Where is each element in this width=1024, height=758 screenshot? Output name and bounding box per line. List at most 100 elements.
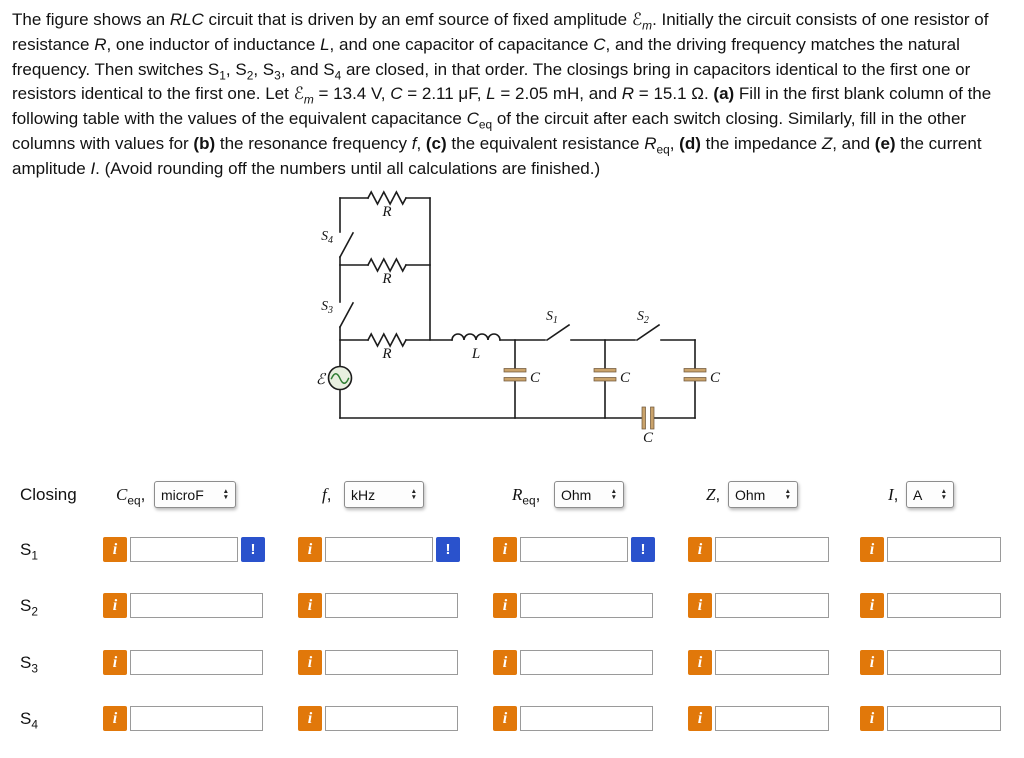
- answer-input[interactable]: [325, 706, 458, 731]
- info-button[interactable]: i: [860, 650, 884, 675]
- capacitor-plate: [503, 377, 527, 382]
- switch-s4: [338, 231, 355, 259]
- answer-input[interactable]: [715, 650, 829, 675]
- f-column-header: f,: [322, 485, 332, 504]
- answer-input[interactable]: [520, 706, 653, 731]
- unit-select-req[interactable]: Ohm ▲▼: [554, 481, 624, 508]
- capacitor-plate: [683, 368, 707, 373]
- info-button[interactable]: i: [493, 706, 517, 731]
- unit-select-value: kHz: [351, 486, 376, 503]
- z-column-header: Z,: [706, 485, 721, 504]
- unit-select-z[interactable]: Ohm ▲▼: [728, 481, 798, 508]
- answer-cell: i!: [298, 537, 460, 562]
- answer-input[interactable]: [887, 650, 1001, 675]
- resistor-label: R: [381, 346, 391, 362]
- alert-button[interactable]: !: [436, 537, 460, 562]
- answer-cell: i: [860, 650, 1001, 675]
- resistor-symbol: [339, 332, 453, 348]
- capacitor-plate: [641, 406, 646, 430]
- answer-cell: i: [860, 706, 1001, 731]
- answer-input[interactable]: [325, 650, 458, 675]
- answer-input[interactable]: [887, 537, 1001, 562]
- switch-s1-label: S1: [546, 308, 558, 326]
- info-button[interactable]: i: [298, 537, 322, 562]
- table-header: Closing Ceq, microF ▲▼ f, kHz ▲▼ Req, Oh…: [0, 481, 1024, 509]
- capacitor-plate: [683, 377, 707, 382]
- answer-input[interactable]: [520, 537, 628, 562]
- row-label: S2: [20, 596, 38, 619]
- resistor-label: R: [381, 204, 391, 220]
- row-label: S3: [20, 653, 38, 676]
- answer-input[interactable]: [715, 537, 829, 562]
- ceq-column-header: Ceq,: [116, 485, 146, 508]
- answer-input[interactable]: [130, 537, 238, 562]
- i-column-header: I,: [888, 485, 899, 504]
- info-button[interactable]: i: [103, 706, 127, 731]
- unit-select-f[interactable]: kHz ▲▼: [344, 481, 424, 508]
- info-button[interactable]: i: [298, 593, 322, 618]
- info-button[interactable]: i: [103, 537, 127, 562]
- table-row: S2 i i i i i: [0, 593, 1024, 618]
- answer-input[interactable]: [325, 593, 458, 618]
- capacitor-label: C: [643, 430, 654, 446]
- info-button[interactable]: i: [860, 706, 884, 731]
- answer-cell: i: [298, 706, 458, 731]
- alert-button[interactable]: !: [241, 537, 265, 562]
- unit-select-value: Ohm: [735, 486, 766, 503]
- info-button[interactable]: i: [688, 537, 712, 562]
- switch-s2: [635, 323, 661, 342]
- switch-s3-label: S3: [321, 298, 333, 316]
- switch-s1: [545, 323, 571, 342]
- info-button[interactable]: i: [298, 650, 322, 675]
- info-button[interactable]: i: [103, 593, 127, 618]
- answer-input[interactable]: [715, 706, 829, 731]
- unit-select-ceq[interactable]: microF ▲▼: [154, 481, 236, 508]
- answer-input[interactable]: [520, 650, 653, 675]
- info-button[interactable]: i: [688, 650, 712, 675]
- info-button[interactable]: i: [688, 706, 712, 731]
- answer-input[interactable]: [887, 593, 1001, 618]
- answer-cell: i: [103, 706, 263, 731]
- answer-cell: i: [688, 650, 829, 675]
- answer-cell: i: [103, 650, 263, 675]
- answer-cell: i: [493, 706, 653, 731]
- inductor-label: L: [471, 346, 480, 362]
- answer-input[interactable]: [715, 593, 829, 618]
- dropdown-arrows-icon: ▲▼: [610, 487, 617, 501]
- row-label: S4: [20, 709, 38, 732]
- info-button[interactable]: i: [860, 537, 884, 562]
- answer-input[interactable]: [130, 706, 263, 731]
- info-button[interactable]: i: [493, 650, 517, 675]
- answer-input[interactable]: [130, 650, 263, 675]
- info-button[interactable]: i: [493, 537, 517, 562]
- dropdown-arrows-icon: ▲▼: [410, 487, 417, 501]
- capacitor-label: C: [710, 370, 721, 386]
- answer-input[interactable]: [520, 593, 653, 618]
- unit-select-value: Ohm: [561, 486, 592, 503]
- table-row: S4 i i i i i: [0, 706, 1024, 731]
- answer-cell: i: [298, 593, 458, 618]
- info-button[interactable]: i: [103, 650, 127, 675]
- answer-input[interactable]: [130, 593, 263, 618]
- circuit-diagram: R R R L C C C C ℰ S4 S3 S1 S2: [316, 190, 721, 446]
- info-button[interactable]: i: [298, 706, 322, 731]
- info-button[interactable]: i: [688, 593, 712, 618]
- answer-input[interactable]: [887, 706, 1001, 731]
- answer-cell: i: [493, 593, 653, 618]
- answer-cell: i!: [103, 537, 265, 562]
- answer-cell: i: [688, 593, 829, 618]
- alert-button[interactable]: !: [631, 537, 655, 562]
- info-button[interactable]: i: [860, 593, 884, 618]
- inductor-symbol: [451, 333, 501, 341]
- capacitor-plate: [593, 377, 617, 382]
- answer-cell: i: [493, 650, 653, 675]
- switch-s3: [338, 301, 355, 329]
- info-button[interactable]: i: [493, 593, 517, 618]
- answer-cell: i!: [493, 537, 655, 562]
- unit-select-value: microF: [161, 486, 204, 503]
- answer-input[interactable]: [325, 537, 433, 562]
- unit-select-i[interactable]: A ▲▼: [906, 481, 954, 508]
- resistor-symbol: [339, 190, 431, 206]
